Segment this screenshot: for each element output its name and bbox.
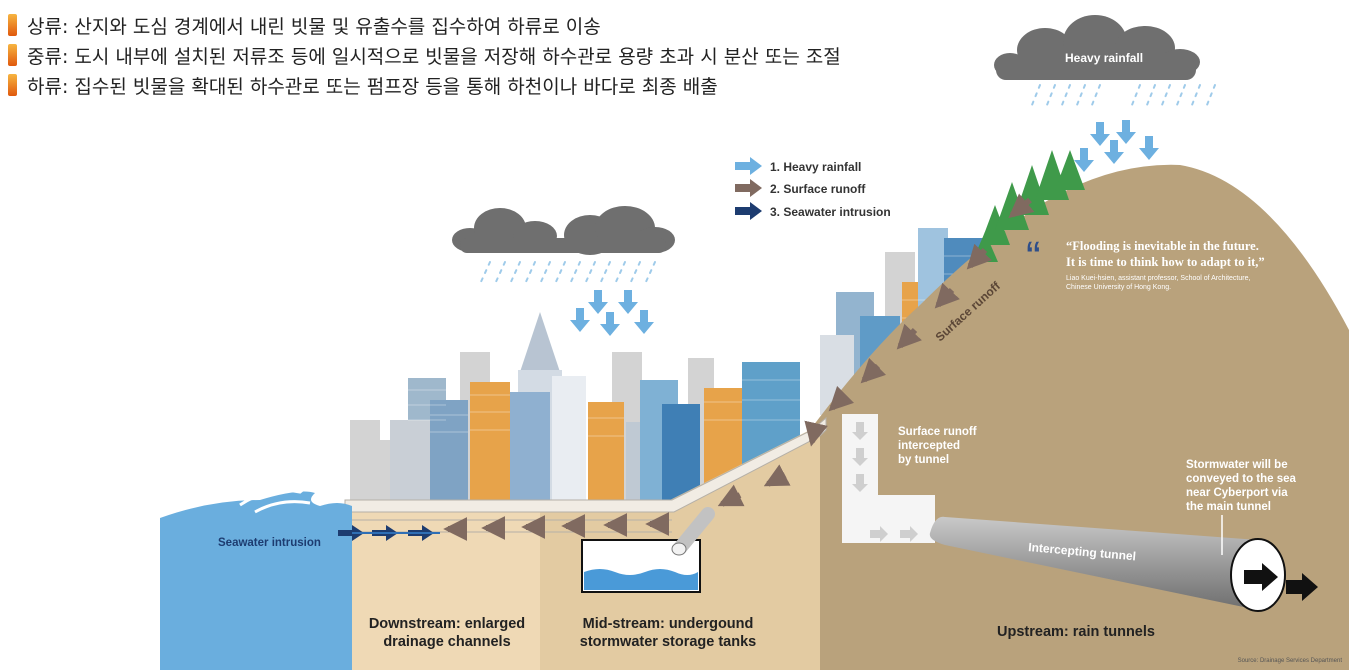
legend-rainfall-icon [735,157,762,175]
intercepted-label-3: by tunnel [898,454,949,466]
source-note: Source: Drainage Services Department [1238,658,1343,664]
intercepted-label-2: intercepted [898,440,960,452]
intercepting-tunnel [929,516,1258,610]
connecting-pipe [671,507,715,556]
bullet-icon [8,44,17,66]
midstream-label-1: Mid-stream: undergound [583,616,754,632]
note-upstream-text: 상류: 산지와 도심 경계에서 내린 빗물 및 유출수를 집수하여 하류로 이송 [27,15,601,38]
note-midstream: 중류: 도시 내부에 설치된 저류조 등에 일시적으로 빗물을 저장해 하수관로… [8,40,841,70]
rainfall-arrows-mountain [1074,120,1159,172]
quote-line-1: “Flooding is inevitable in the future. [1066,239,1259,253]
seawater-intrusion-label: Seawater intrusion [218,537,321,549]
stormwater-label-3: near Cyberport via [1186,487,1288,499]
tunnel-outflow-arrows [1244,563,1318,601]
legend-seawater-icon [735,202,762,220]
midstream-label-2: stormwater storage tanks [580,634,756,650]
tank-water [584,569,698,590]
downstream-label-2: drainage channels [383,634,510,650]
stormwater-label: Stormwater will be conveyed to the sea n… [1186,459,1297,555]
upstream-label: Upstream: rain tunnels [997,624,1155,640]
intercept-arrows [852,422,918,542]
bullet-icon [8,14,17,36]
runoff-arrows-channel [443,512,670,541]
bullet-icon [8,74,17,96]
downstream-label: Downstream: enlarged drainage channels [369,616,525,650]
quote-attribution-1: Liao Kuei-hsien, assistant professor, Sc… [1066,275,1250,282]
note-midstream-text: 중류: 도시 내부에 설치된 저류조 등에 일시적으로 빗물을 저장해 하수관로… [27,45,841,68]
heavy-rainfall-label: Heavy rainfall [1065,51,1143,65]
downstream-label-1: Downstream: enlarged [369,616,525,632]
legend-rainfall-label: 1. Heavy rainfall [770,160,861,174]
legend-seawater-label: 3. Seawater intrusion [770,205,891,219]
legend: 1. Heavy rainfall 2. Surface runoff 3. S… [735,157,891,220]
intercepted-label-1: Surface runoff [898,426,977,438]
intercept-shaft [842,414,935,543]
notes-list: 상류: 산지와 도심 경계에서 내린 빗물 및 유출수를 집수하여 하류로 이송… [8,10,841,100]
note-downstream: 하류: 집수된 빗물을 확대된 하수관로 또는 펌프장 등을 통해 하천이나 바… [8,70,841,100]
stormwater-label-1: Stormwater will be [1186,459,1288,471]
stormwater-label-4: the main tunnel [1186,501,1271,513]
rain-mountain [1029,84,1216,111]
quote-block: “ “Flooding is inevitable in the future.… [1026,233,1265,291]
intercepted-label: Surface runoff intercepted by tunnel [898,426,977,466]
midstream-label: Mid-stream: undergound stormwater storag… [580,616,756,650]
rainfall-arrows-city [570,290,654,336]
sea [160,491,352,670]
quote-attribution-2: Chinese University of Hong Kong. [1066,284,1171,291]
quote-line-2: It is time to think how to adapt to it,” [1066,255,1265,269]
stormwater-label-2: conveyed to the sea [1186,473,1297,485]
legend-runoff-icon [735,179,762,197]
sea-waves [239,483,336,514]
quote-mark-icon: “ [1026,233,1041,282]
legend-runoff-label: 2. Surface runoff [770,182,866,196]
note-downstream-text: 하류: 집수된 빗물을 확대된 하수관로 또는 펌프장 등을 통해 하천이나 바… [27,75,718,98]
cloud-mountain [994,15,1200,80]
cloud-city [452,206,675,255]
runoff-arrows-slope [717,193,1035,507]
rain-city [479,261,656,285]
note-upstream: 상류: 산지와 도심 경계에서 내린 빗물 및 유출수를 집수하여 하류로 이송 [8,10,841,40]
